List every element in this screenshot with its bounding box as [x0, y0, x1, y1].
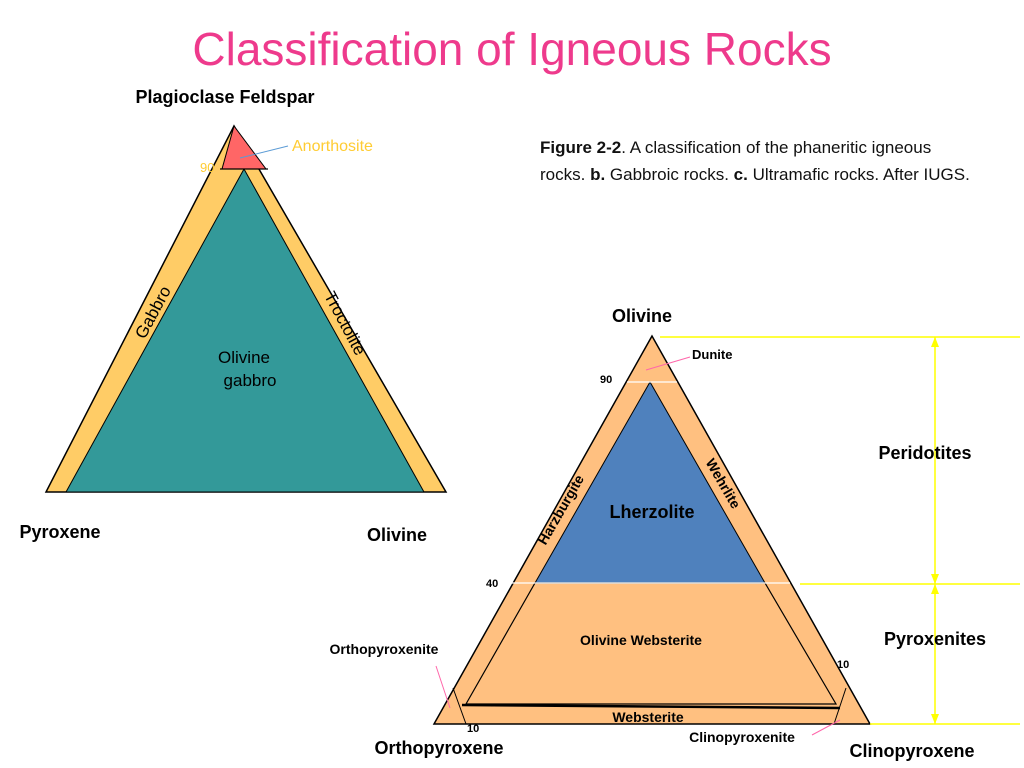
group-bracket: Peridotites Pyroxenites [660, 336, 1020, 725]
page-title: Classification of Igneous Rocks [192, 23, 832, 75]
orthopyroxenite-line [452, 687, 467, 725]
clinopyroxenite-leader [811, 719, 841, 736]
clinopyroxenite-label: Clinopyroxenite [689, 729, 795, 745]
anorthosite-label: Anorthosite [292, 138, 373, 155]
gabbroic-anorthosite-field [221, 124, 267, 170]
gabbroic-left-label: Pyroxene [19, 522, 100, 542]
arrowhead-mid-down [931, 584, 939, 594]
pyroxenites-label: Pyroxenites [884, 629, 986, 649]
ultramafic-tick-10-left: 10 [467, 723, 479, 735]
arrowhead-mid-up [931, 574, 939, 584]
arrowhead-bottom [931, 714, 939, 724]
gabbroic-tick-90: 90 [200, 160, 214, 175]
olivine-gabbro-label-line1: Olivine [218, 348, 270, 367]
dunite-label: Dunite [692, 347, 732, 362]
figure-caption: Figure 2-2. A classification of the phan… [540, 134, 980, 188]
caption-c-label: c. [733, 165, 748, 184]
websterite-line [461, 703, 841, 710]
ultramafic-tick-40: 40 [486, 578, 498, 590]
ultramafic-apex-label: Olivine [612, 306, 672, 326]
anorthosite-leader [239, 145, 289, 159]
orthopyroxenite-label: Orthopyroxenite [330, 641, 439, 657]
olivine-gabbro-label-line2: gabbro [224, 371, 277, 390]
gabbroic-apex-label: Plagioclase Feldspar [135, 87, 314, 107]
caption-b-text: Gabbroic rocks. [605, 165, 734, 184]
ultramafic-tick-10-right: 10 [837, 659, 849, 671]
orthopyroxenite-leader [435, 665, 451, 709]
arrowhead-top [931, 337, 939, 347]
gabbroic-ternary: Plagioclase Feldspar Pyroxene Olivine An… [19, 87, 448, 545]
peridotites-label: Peridotites [878, 443, 971, 463]
websterite-label: Websterite [612, 709, 684, 725]
caption-part-a: . A classification of the phaneritic ign… [540, 138, 932, 184]
gabbroic-right-label: Olivine [367, 525, 427, 545]
olivine-websterite-label: Olivine Websterite [580, 632, 702, 648]
caption-figure-ref: Figure 2-2 [540, 138, 622, 157]
clinopyroxenite-line [833, 687, 847, 725]
lherzolite-label: Lherzolite [609, 502, 694, 522]
ultramafic-left-label: Orthopyroxene [374, 738, 503, 758]
dunite-leader [645, 356, 691, 371]
ultramafic-right-label: Clinopyroxene [849, 741, 974, 761]
ultramafic-tick-90: 90 [600, 374, 612, 386]
caption-b-label: b. [590, 165, 606, 184]
gabbroic-olivine-gabbro-field [65, 167, 425, 493]
caption-c-text: Ultramafic rocks. After IUGS. [747, 165, 970, 184]
ultramafic-ternary: Olivine Orthopyroxene Clinopyroxene Duni… [330, 306, 1020, 761]
